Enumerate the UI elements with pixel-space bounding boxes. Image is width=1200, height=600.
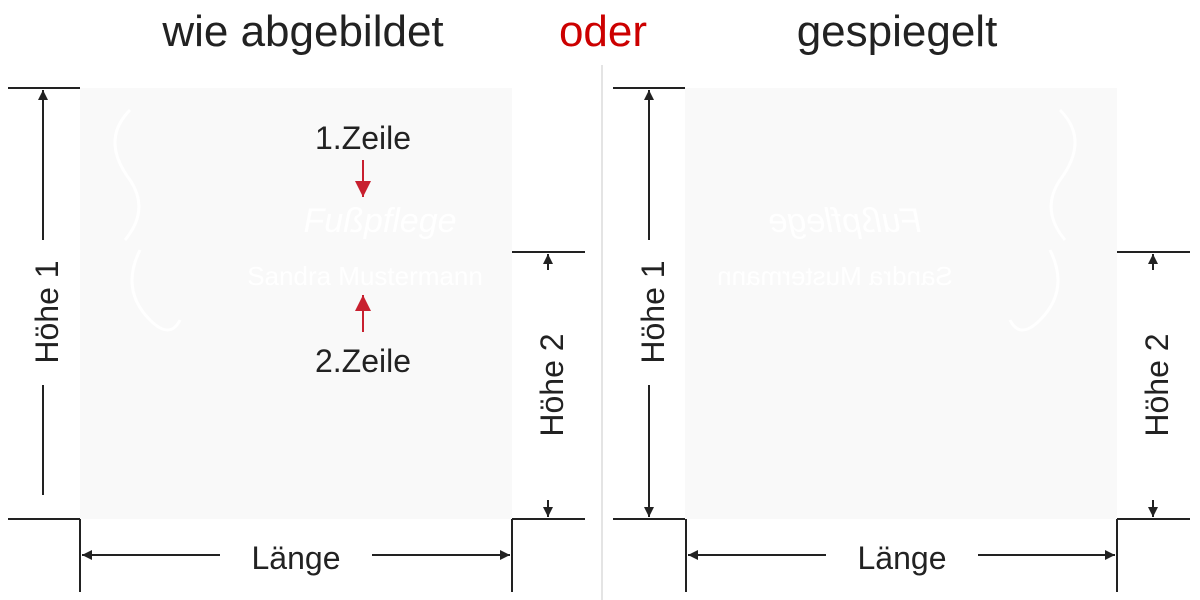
height2-label: Höhe 2 [534, 333, 570, 436]
length-label: Länge [858, 540, 947, 576]
sign-text-line2: Sandra Mustermann [247, 261, 483, 291]
title-mirrored: gespiegelt [797, 7, 998, 56]
line1-label: 1.Zeile [315, 120, 411, 156]
left-panel: Fußpflege Sandra Mustermann Höhe 1 Höhe … [8, 87, 585, 592]
height1-label: Höhe 1 [29, 260, 65, 363]
sign-area-mirrored [685, 88, 1117, 519]
height2-label: Höhe 2 [1139, 333, 1175, 436]
title-as-shown: wie abgebildet [161, 7, 443, 56]
sign-text-line1-mirrored: Fußpflege [768, 202, 921, 240]
title-or: oder [559, 7, 647, 56]
right-panel: Fußpflege Sandra Mustermann Höhe 1 Höhe … [613, 87, 1190, 592]
foot-logo-icon [113, 108, 182, 332]
height1-label: Höhe 1 [635, 260, 671, 363]
sign-area [80, 88, 512, 519]
line2-label: 2.Zeile [315, 343, 411, 379]
foot-logo-mirrored-icon [1008, 108, 1077, 332]
sign-text-line1: Fußpflege [303, 202, 456, 240]
sign-text-line2-mirrored: Sandra Mustermann [717, 261, 953, 291]
length-label: Länge [252, 540, 341, 576]
